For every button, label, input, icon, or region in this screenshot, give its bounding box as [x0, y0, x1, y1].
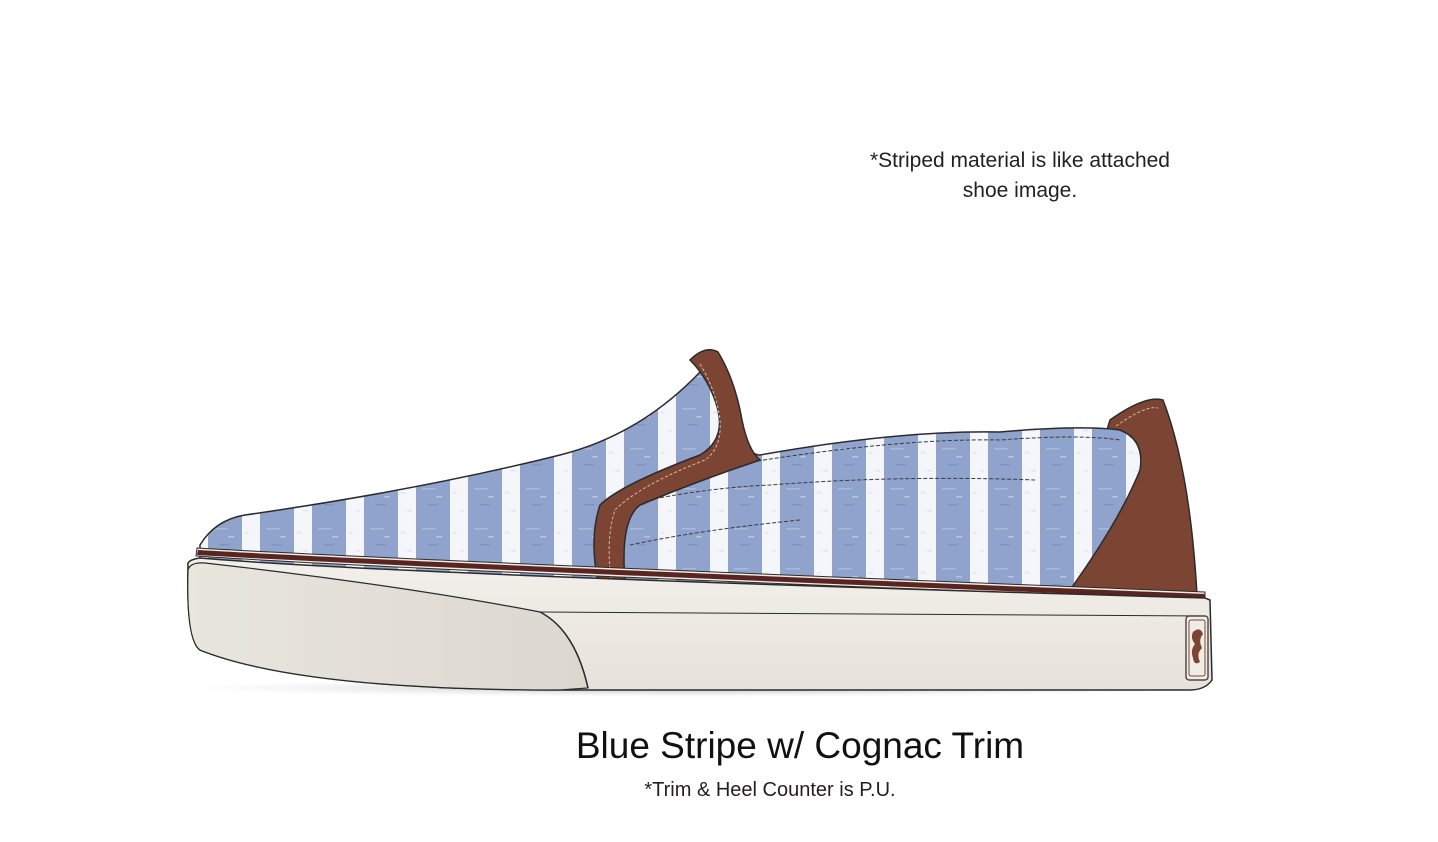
vamp-stitch-2	[629, 519, 801, 546]
gore-trim-stitch	[608, 363, 721, 586]
material-note-line-2: shoe image.	[962, 179, 1078, 202]
vamp-stitch	[624, 477, 1036, 506]
product-title: Blue Stripe w/ Cognac Trim	[575, 725, 1025, 766]
material-note: *Striped material is like attached shoe …	[800, 146, 1240, 206]
material-note-line-1: *Striped material is like attached	[870, 149, 1170, 172]
collar-stitch	[744, 436, 1121, 464]
trim-note: *Trim & Heel Counter is P.U.	[644, 779, 896, 801]
lion-crest-icon	[1185, 615, 1209, 681]
heel-counter-stitch	[1115, 407, 1159, 427]
toe-cap-edge	[539, 611, 589, 689]
foxing-stripe-brown	[197, 550, 1205, 599]
sole-line	[539, 611, 1206, 617]
